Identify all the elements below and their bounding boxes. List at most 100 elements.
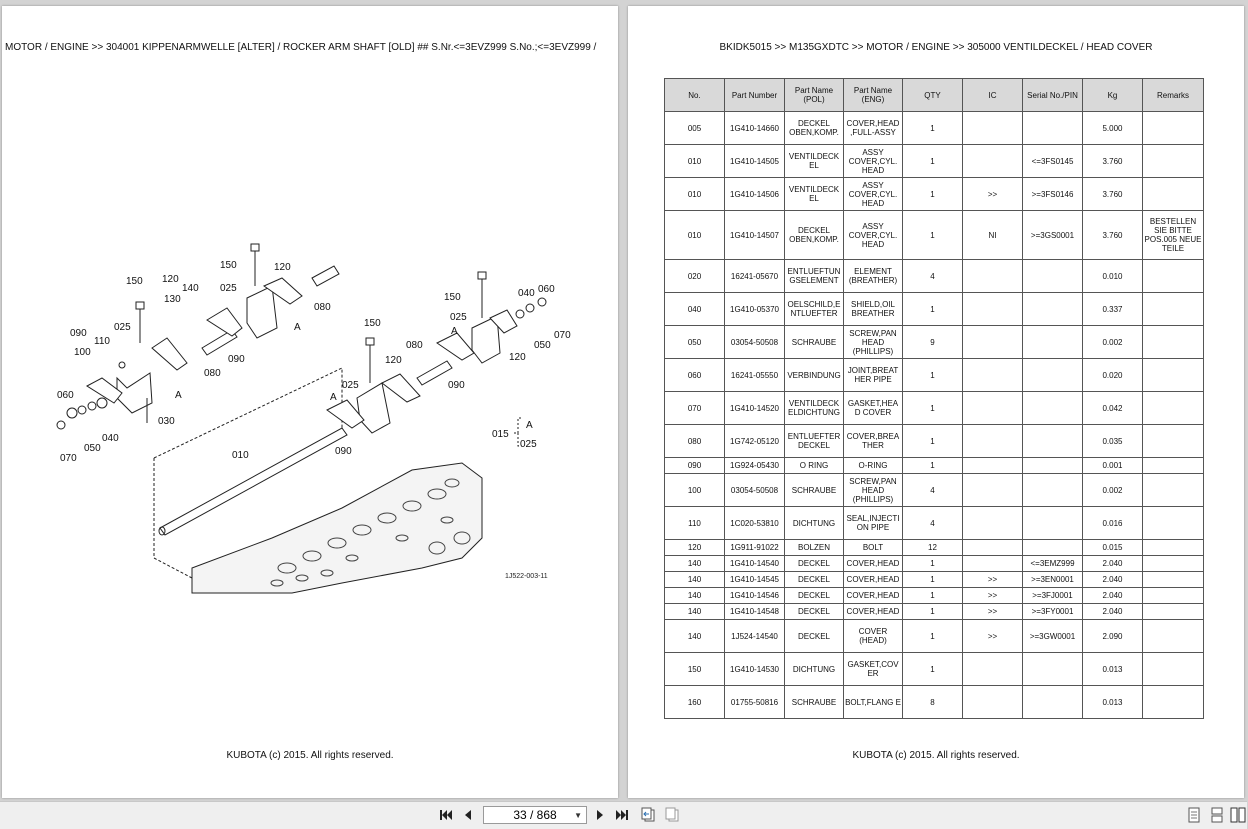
cell-pol: VENTILDECK EL xyxy=(784,144,844,178)
cell-qty: 1 xyxy=(902,555,963,572)
cell-qty: 1 xyxy=(902,424,963,458)
cell-qty: 12 xyxy=(902,539,963,556)
last-page-icon[interactable] xyxy=(612,805,632,825)
cell-kg: 0.015 xyxy=(1082,539,1143,556)
previous-page-icon[interactable] xyxy=(458,805,478,825)
svg-text:120: 120 xyxy=(162,274,179,285)
svg-text:110: 110 xyxy=(94,336,110,347)
cell-kg: 0.002 xyxy=(1082,473,1143,507)
continuous-view-icon[interactable] xyxy=(1207,805,1227,825)
cell-ic xyxy=(962,652,1023,686)
cell-eng: BOLT,FLANG E xyxy=(843,685,903,719)
cell-kg: 2.090 xyxy=(1082,619,1143,653)
cell-eng: ELEMENT (BREATHER) xyxy=(843,259,903,293)
cell-kg: 2.040 xyxy=(1082,587,1143,604)
cell-remarks xyxy=(1142,555,1204,572)
cell-eng: SHIELD,OIL BREATHER xyxy=(843,292,903,326)
cell-part: 16241-05550 xyxy=(724,358,785,392)
next-page-icon[interactable] xyxy=(590,805,610,825)
cell-serial: <=3FS0145 xyxy=(1022,144,1083,178)
column-header: No. xyxy=(664,78,725,112)
cell-part: 1J524-14540 xyxy=(724,619,785,653)
cell-no: 150 xyxy=(664,652,725,686)
cell-qty: 9 xyxy=(902,325,963,359)
first-page-icon[interactable] xyxy=(436,805,456,825)
cell-no: 010 xyxy=(664,177,725,211)
single-page-view-icon[interactable] xyxy=(1184,805,1204,825)
column-header: Serial No./PIN xyxy=(1022,78,1083,112)
left-page-header: MOTOR / ENGINE >> 304001 KIPPENARMWELLE … xyxy=(5,42,597,53)
cell-qty: 1 xyxy=(902,457,963,474)
cell-no: 080 xyxy=(664,424,725,458)
svg-text:025: 025 xyxy=(342,380,359,391)
cell-pol: DICHTUNG xyxy=(784,506,844,540)
cell-kg: 3.760 xyxy=(1082,210,1143,260)
right-page-header: BKIDK5015 >> M135GXDTC >> MOTOR / ENGINE… xyxy=(719,42,1153,53)
cell-kg: 0.010 xyxy=(1082,259,1143,293)
cell-no: 140 xyxy=(664,555,725,572)
cell-ic: NI xyxy=(962,210,1023,260)
cell-pol: O RING xyxy=(784,457,844,474)
cell-ic: >> xyxy=(962,587,1023,604)
cell-pol: SCHRAUBE xyxy=(784,685,844,719)
two-page-view-icon[interactable] xyxy=(1228,805,1248,825)
svg-text:A: A xyxy=(451,326,458,337)
chevron-down-icon[interactable]: ▼ xyxy=(574,810,582,820)
cell-eng: ASSY COVER,CYL. HEAD xyxy=(843,144,903,178)
diagram-reference-code: 1J522-003-11 xyxy=(505,573,548,580)
cell-remarks: BESTELLEN SIE BITTE POS.005 NEUE TEILE xyxy=(1142,210,1204,260)
right-page: BKIDK5015 >> M135GXDTC >> MOTOR / ENGINE… xyxy=(628,6,1244,798)
cell-pol: ENTLUEFTER DECKEL xyxy=(784,424,844,458)
svg-text:060: 060 xyxy=(57,390,74,401)
cell-ic xyxy=(962,358,1023,392)
cell-kg: 2.040 xyxy=(1082,555,1143,572)
svg-text:150: 150 xyxy=(126,276,143,287)
cell-kg: 2.040 xyxy=(1082,603,1143,620)
cell-serial xyxy=(1022,539,1083,556)
page-number-field[interactable]: 33 / 868 ▼ xyxy=(483,806,587,824)
cell-qty: 1 xyxy=(902,603,963,620)
cell-pol: BOLZEN xyxy=(784,539,844,556)
cell-eng: SEAL,INJECTI ON PIPE xyxy=(843,506,903,540)
cell-serial xyxy=(1022,473,1083,507)
cell-serial xyxy=(1022,292,1083,326)
cell-ic xyxy=(962,473,1023,507)
cell-ic: >> xyxy=(962,619,1023,653)
svg-text:040: 040 xyxy=(102,433,119,444)
cell-part: 1G410-14548 xyxy=(724,603,785,620)
svg-text:150: 150 xyxy=(444,292,461,303)
column-header: Kg xyxy=(1082,78,1143,112)
cell-serial: >=3FY0001 xyxy=(1022,603,1083,620)
cell-ic xyxy=(962,555,1023,572)
cell-kg: 0.001 xyxy=(1082,457,1143,474)
svg-text:080: 080 xyxy=(314,302,331,313)
cell-part: 1G410-14520 xyxy=(724,391,785,425)
svg-text:120: 120 xyxy=(274,262,291,273)
svg-text:030: 030 xyxy=(158,416,175,427)
cell-pol: DECKEL xyxy=(784,587,844,604)
cell-serial xyxy=(1022,424,1083,458)
cell-qty: 1 xyxy=(902,144,963,178)
column-header: Part Name (ENG) xyxy=(843,78,903,112)
svg-text:150: 150 xyxy=(364,318,381,329)
cell-serial xyxy=(1022,685,1083,719)
history-forward-icon[interactable] xyxy=(662,805,682,825)
cell-part: 1G410-14530 xyxy=(724,652,785,686)
history-back-icon[interactable] xyxy=(638,805,658,825)
cell-kg: 2.040 xyxy=(1082,571,1143,588)
cell-kg: 0.013 xyxy=(1082,652,1143,686)
cell-remarks xyxy=(1142,391,1204,425)
cell-remarks xyxy=(1142,539,1204,556)
